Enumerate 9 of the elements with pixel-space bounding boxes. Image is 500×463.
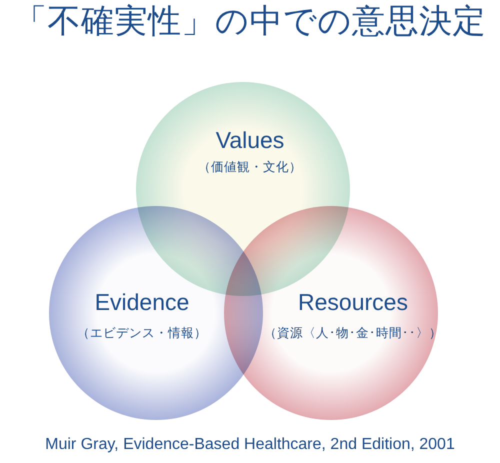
circle-heading: Values (216, 127, 284, 153)
title: 「不確実性」の中での意思決定 (13, 3, 487, 42)
venn-circle (224, 206, 438, 420)
circle-subtitle: （価値観・文化） (198, 159, 302, 175)
circle-heading: Resources (298, 289, 408, 315)
citation: Muir Gray, Evidence-Based Healthcare, 2nd Edition, 2001 (44, 435, 456, 455)
circle-subtitle: （資源〈人･物･金･時間･･〉） (264, 325, 442, 341)
circle-heading: Evidence (94, 289, 190, 315)
circle-subtitle: （エビデンス・情報） (77, 325, 207, 341)
